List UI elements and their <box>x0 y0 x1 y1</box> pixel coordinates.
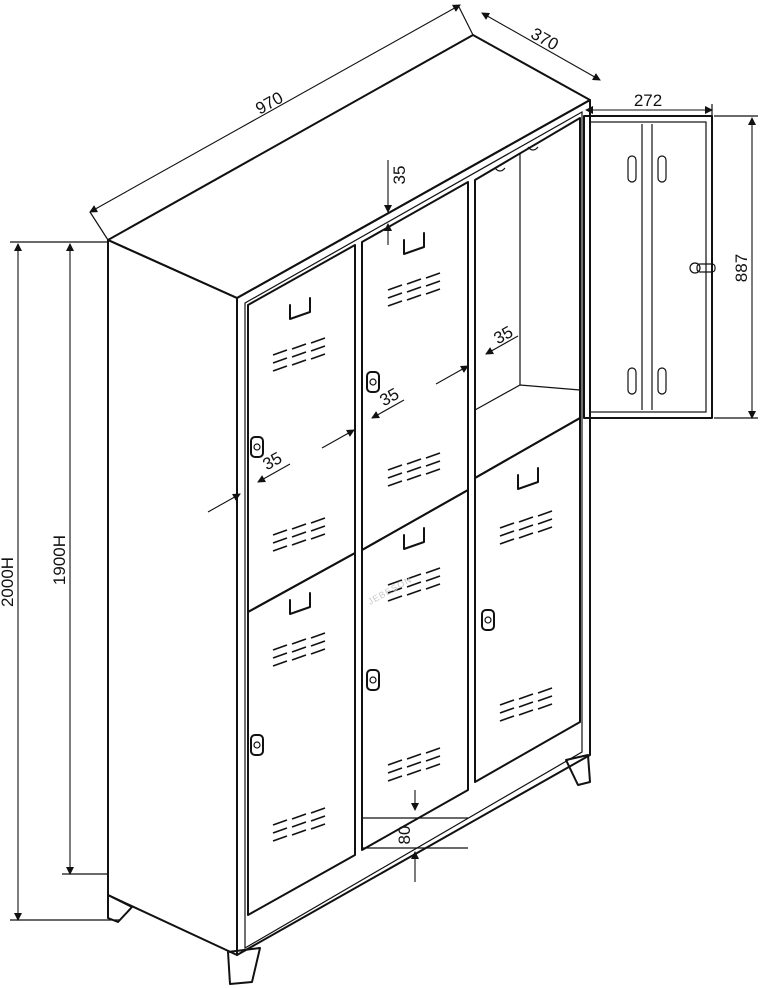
door-height-label: 887 <box>732 254 751 282</box>
open-door <box>583 115 716 419</box>
gap-right-label: 35 <box>490 322 516 348</box>
dimension-door-width: 272 <box>585 91 713 116</box>
cabinet-legs <box>107 754 591 985</box>
body-height-label: 1900H <box>50 535 69 585</box>
vent-slots-icon <box>272 632 326 667</box>
leg-front-left <box>227 947 261 985</box>
vent-slots-icon <box>272 517 326 552</box>
cabinet-body <box>107 34 591 956</box>
width-label: 970 <box>252 88 286 118</box>
dimension-gap-right: 35 <box>435 322 519 385</box>
cabinet-side <box>107 239 238 956</box>
hook-icon <box>494 167 506 172</box>
lock-icon <box>250 436 264 458</box>
lock-icon <box>481 609 495 631</box>
cabinet-top <box>107 34 591 299</box>
dimension-door-height: 887 <box>714 115 758 419</box>
door-middle-lower <box>361 489 469 851</box>
vent-slots-icon <box>387 452 441 487</box>
door-inner-vent-icon <box>627 155 667 395</box>
door-width-label: 272 <box>634 91 662 110</box>
vent-slots-icon <box>387 747 441 782</box>
door-middle-upper <box>361 181 469 551</box>
lock-icon <box>366 669 380 691</box>
dimension-total-height: 2000H <box>0 241 120 921</box>
door-handle-icon <box>403 527 425 550</box>
lock-icon <box>250 734 264 756</box>
door-left-lower <box>247 552 356 916</box>
total-height-label: 2000H <box>0 557 17 607</box>
door-right-lower <box>474 417 581 783</box>
front-frame <box>244 110 583 950</box>
lock-icon <box>366 371 380 393</box>
depth-label: 370 <box>528 24 562 54</box>
door-handle-icon <box>517 467 539 490</box>
vent-slots-icon <box>499 687 553 722</box>
dimension-leg-height: 80 <box>362 790 468 882</box>
vent-slots-icon <box>272 337 326 372</box>
door-handle-icon <box>289 592 311 615</box>
door-left-upper <box>247 244 356 613</box>
dimension-width: 970 <box>89 4 474 241</box>
watermark-text: JEBESON <box>366 574 414 607</box>
leg-front-right <box>565 754 591 786</box>
door-handle-icon <box>289 297 311 320</box>
hook-icon <box>527 146 539 151</box>
dimension-depth: 370 <box>481 12 601 81</box>
dimension-top-gap: 35 <box>384 160 409 245</box>
leg-back-left <box>107 894 133 923</box>
top-gap-label: 35 <box>390 166 409 185</box>
vent-slots-icon <box>272 807 326 842</box>
door-latch-icon <box>689 262 716 274</box>
vent-slots-icon <box>387 272 441 307</box>
gap-middle-label: 35 <box>376 384 402 410</box>
leg-height-label: 80 <box>395 826 414 845</box>
compartment-right-upper-open <box>474 117 581 479</box>
cabinet-front <box>236 99 591 956</box>
dimension-body-height: 1900H <box>50 243 108 875</box>
vent-slots-icon <box>499 510 553 545</box>
door-handle-icon <box>403 232 425 255</box>
